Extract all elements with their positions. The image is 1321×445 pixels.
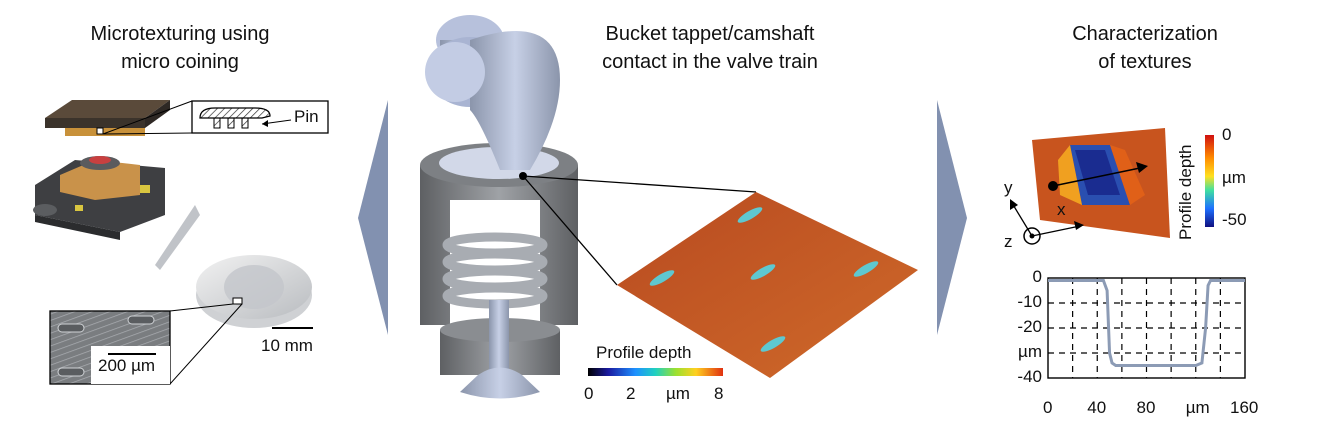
right-title-line2: of textures [1098,51,1192,73]
left-panel-title: Microtexturing using micro coining [40,20,320,76]
right-colorbar-title: Profile depth [1176,144,1195,240]
right-colorbar-top: 0 [1222,125,1232,144]
disc-scale-label: 10 mm [261,336,313,355]
chart-y-tick-label: µm [1018,342,1042,361]
profile-line [1048,279,1245,367]
chart-x-tick-label: µm [1185,398,1210,417]
right-title-line1: Characterization [1072,23,1218,45]
center-colorbar-tick-3: 8 [714,384,724,403]
pin-label: Pin [294,107,319,126]
textured-surface-map [617,192,918,378]
textured-disc [196,255,312,328]
center-title-line1: Bucket tappet/camshaft [605,23,815,45]
chart-y-tick-label: -40 [1017,367,1042,386]
center-colorbar [588,368,723,376]
center-colorbar-title: Profile depth [596,343,692,362]
chart-y-tick-label: -10 [1017,292,1042,311]
right-colorbar-bottom: -50 [1222,210,1247,229]
plot-frame [1047,277,1246,379]
profile-chart [1047,277,1246,379]
valve-train-assembly [420,15,578,399]
chart-x-tick-label: 80 [1136,398,1156,417]
left-transition-arrow [358,100,388,335]
chart-x-tick-label: 0 [1043,398,1053,417]
right-colorbar-mid: µm [1222,168,1246,187]
center-title-line2: contact in the valve train [602,51,818,73]
sem-image [49,310,171,385]
sem-scale-label: 200 µm [98,356,156,375]
texture-3d-map [1032,128,1170,238]
axis-z-label: z [1004,232,1013,251]
center-colorbar-tick-0: 0 [584,384,594,403]
left-title-line2: micro coining [121,51,239,73]
coining-tool-top [45,100,170,136]
center-colorbar-tick-1: 2 [626,384,636,403]
chart-y-tick-label: -20 [1017,317,1042,336]
chart-y-tick-label: 0 [1032,267,1042,286]
left-title-line1: Microtexturing using [90,23,270,45]
right-colorbar [1205,135,1214,227]
center-panel-title: Bucket tappet/camshaft contact in the va… [560,20,860,76]
pin-crosssection-icon [199,107,271,119]
coordinate-axes-icon [1010,199,1084,245]
chart-x-tick-label: 40 [1087,398,1107,417]
axis-y-label: y [1004,178,1013,197]
axis-x-label: x [1057,200,1066,219]
right-transition-arrow [937,100,967,335]
process-arrow [155,205,200,270]
chart-x-tick-label: 160 [1230,398,1259,417]
right-panel-title: Characterization of textures [1030,20,1260,76]
center-colorbar-tick-2: µm [666,384,690,403]
coining-machine [33,156,165,240]
